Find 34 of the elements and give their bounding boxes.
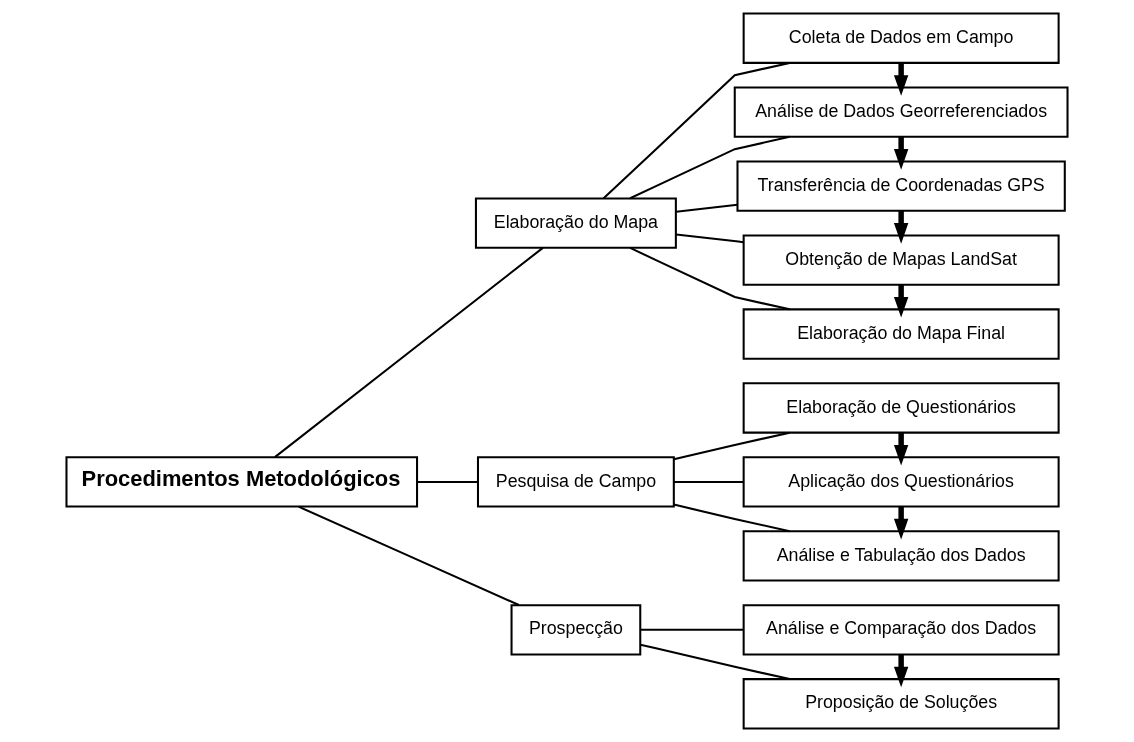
node-box: Elaboração do Mapa Final	[742, 308, 1060, 360]
node-box: Elaboração de Questionários	[742, 382, 1060, 434]
node-box: Aplicação dos Questionários	[742, 456, 1060, 508]
node-box: Proposição de Soluções	[742, 678, 1060, 730]
connector	[676, 233, 744, 244]
node-box: Análise e Tabulação dos Dados	[742, 530, 1060, 582]
arrow	[893, 654, 909, 688]
connector	[298, 505, 520, 606]
arrow	[893, 284, 909, 318]
connector	[673, 503, 790, 533]
connector	[673, 431, 790, 461]
arrow	[893, 62, 909, 96]
node-box: Elaboração do Mapa	[474, 197, 677, 249]
node-box: Obtenção de Mapas LandSat	[742, 234, 1060, 286]
node-box: Transferência de Coordenadas GPS	[736, 160, 1066, 212]
arrow	[893, 136, 909, 170]
node-box: Coleta de Dados em Campo	[742, 12, 1060, 64]
arrow	[893, 432, 909, 466]
connector	[629, 247, 790, 311]
node-box: Pesquisa de Campo	[476, 456, 675, 508]
connector	[676, 203, 738, 213]
connector	[629, 135, 790, 200]
connector	[640, 643, 790, 681]
node-box: Procedimentos Metodológicos	[65, 456, 419, 508]
node-box: Análise e Comparação dos Dados	[742, 604, 1060, 656]
connector	[602, 61, 790, 200]
connector	[274, 247, 544, 458]
connector	[674, 480, 744, 483]
connector	[417, 480, 478, 483]
node-box: Análise de Dados Georreferenciados	[733, 86, 1069, 138]
arrow	[893, 506, 909, 540]
connector	[640, 628, 743, 631]
node-box: Prospecção	[510, 604, 642, 656]
arrow	[893, 210, 909, 244]
